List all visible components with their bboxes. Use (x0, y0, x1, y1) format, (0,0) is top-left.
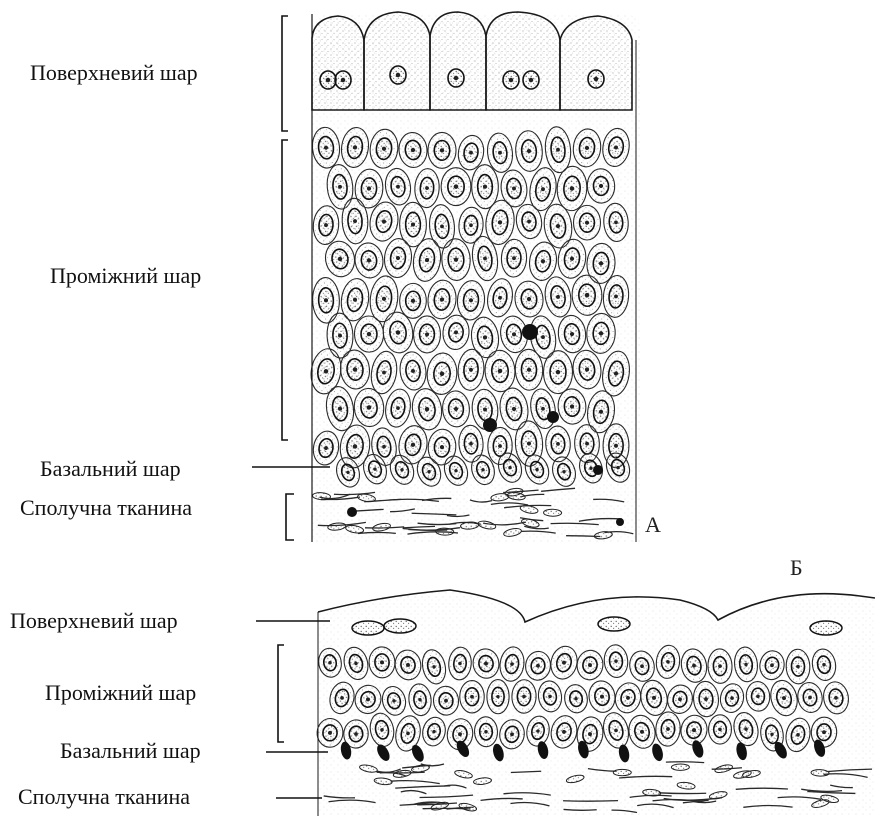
nucleus (580, 433, 594, 454)
nucleus (390, 66, 406, 84)
nucleus (521, 358, 537, 381)
nucleus (507, 248, 522, 269)
nucleus (477, 174, 492, 199)
nucleus (593, 176, 609, 196)
epithelial-cell (354, 316, 384, 353)
nucleus (464, 215, 479, 236)
nucleus (384, 619, 416, 633)
nucleus (322, 725, 337, 742)
nucleus (453, 654, 467, 673)
nucleus (551, 434, 566, 454)
panel-b-intermediate-cells (316, 643, 851, 753)
epithelial-cell (573, 205, 600, 240)
nucleus (318, 288, 333, 314)
nucleus (352, 621, 384, 635)
nucleus (465, 688, 479, 706)
nucleus (564, 396, 581, 416)
nucleus (593, 252, 610, 275)
nucleus (698, 689, 713, 709)
nucleus (609, 652, 623, 671)
nucleus (448, 248, 465, 272)
epithelial-cell (399, 283, 426, 318)
nucleus (361, 324, 378, 344)
nucleus (349, 726, 363, 742)
nucleus (332, 323, 347, 348)
nucleus (464, 433, 478, 454)
epithelial-cell (487, 680, 509, 714)
nucleus (448, 322, 464, 342)
nucleus (406, 212, 421, 237)
nucleus (448, 176, 464, 197)
nucleus (751, 688, 765, 705)
nucleus (517, 687, 531, 706)
nucleus (374, 654, 389, 672)
epithelial-cell (708, 715, 731, 744)
nucleus (810, 621, 842, 635)
epithelial-cell (428, 132, 456, 168)
nucleus (661, 719, 676, 739)
nucleus (563, 176, 580, 201)
nucleus (448, 69, 464, 87)
panel-a-tissue (308, 12, 640, 542)
nucleus (503, 71, 519, 89)
epithelial-cell (413, 316, 440, 353)
nucleus (550, 360, 566, 384)
nucleus (335, 71, 351, 89)
epithelial-cell (543, 351, 572, 394)
nucleus (434, 140, 450, 160)
nucleus (593, 322, 610, 345)
nucleus (479, 723, 492, 740)
nucleus (609, 211, 624, 233)
nucleus (420, 177, 434, 199)
nucleus (598, 617, 630, 631)
nucleus (578, 284, 595, 307)
nucleus (791, 657, 805, 677)
nucleus (492, 687, 504, 706)
nucleus (420, 324, 435, 344)
epithelial-cell (512, 679, 537, 713)
nucleus (491, 359, 509, 383)
nucleus (580, 213, 595, 232)
nucleus (438, 692, 453, 709)
epithelial-cell (474, 716, 498, 747)
nucleus (434, 437, 451, 458)
nucleus (523, 71, 539, 89)
nucleus (320, 71, 336, 89)
nucleus (521, 431, 537, 457)
nucleus (448, 399, 464, 420)
nucleus (588, 70, 604, 88)
nucleus (405, 291, 420, 310)
nucleus (817, 724, 832, 741)
nucleus (714, 721, 727, 737)
panel-b-tissue (316, 590, 875, 816)
nucleus (713, 656, 727, 675)
epithelial-cell (441, 168, 471, 206)
nucleus (347, 208, 362, 234)
epithelial-cell (460, 680, 485, 713)
nucleus (361, 177, 377, 199)
